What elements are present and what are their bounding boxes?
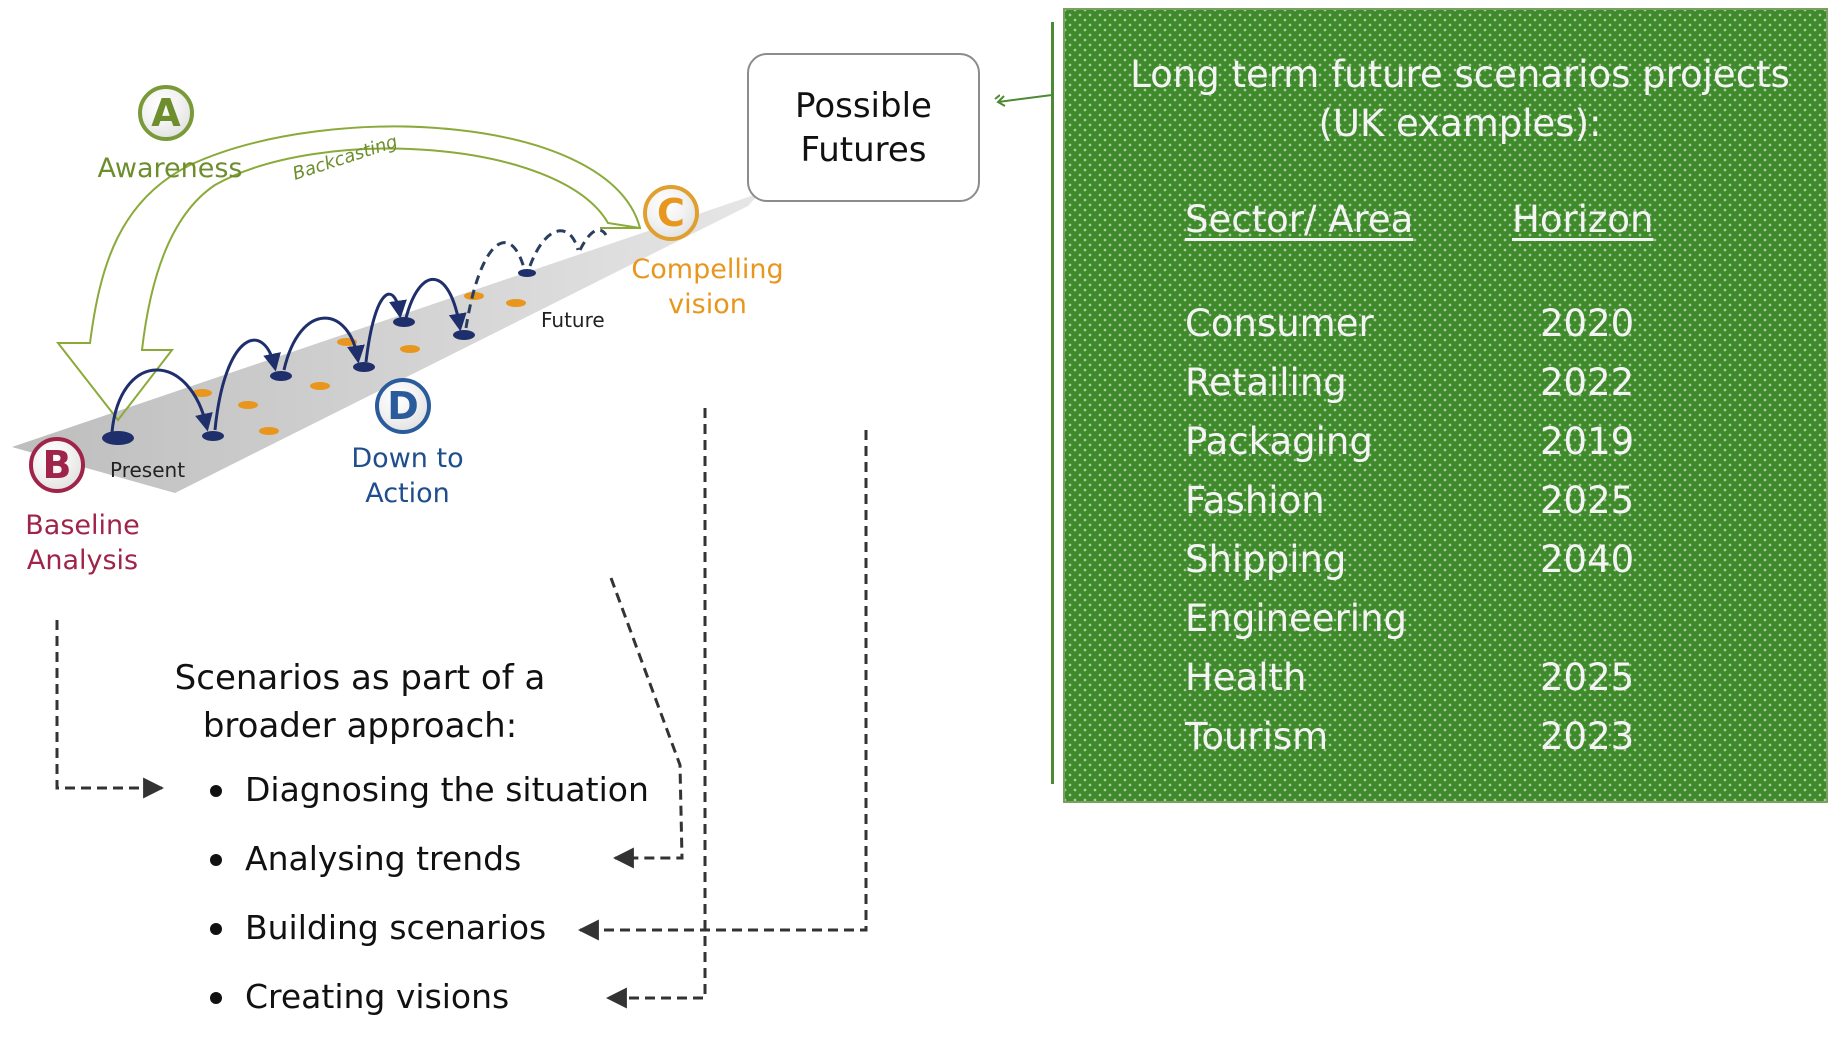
- panel-divider: [1051, 22, 1054, 784]
- hop-arcs: [110, 228, 608, 433]
- orange-dot: [310, 382, 330, 390]
- approach-item: Diagnosing the situation: [205, 770, 649, 839]
- flow-line-baseline: [55, 620, 165, 799]
- approach-item: Creating visions: [205, 977, 649, 1046]
- awareness-letter: A: [151, 91, 181, 135]
- bullet-dot: [210, 854, 222, 866]
- sector-cell: Tourism: [1185, 715, 1329, 758]
- panel-connector: [996, 94, 1053, 107]
- orange-dot: [192, 389, 212, 397]
- step-marker: [102, 431, 134, 445]
- sector-cell: Shipping: [1185, 538, 1347, 581]
- step-marker: [353, 362, 375, 372]
- approach-item: Building scenarios: [205, 908, 649, 977]
- compelling-letter: C: [657, 191, 685, 235]
- table-row: Shipping 2040: [1185, 538, 1705, 597]
- baseline-label: Baseline Analysis: [25, 510, 140, 576]
- orange-dots: [192, 292, 526, 435]
- approach-list: Diagnosing the situation Analysing trend…: [205, 770, 649, 1046]
- horizon-cell: 2025: [1540, 656, 1635, 699]
- sector-table: Consumer 2020 Retailing 2022 Packaging 2019…: [1185, 302, 1705, 774]
- horizon-cell: 2023: [1540, 715, 1635, 758]
- baseline-letter: B: [42, 443, 72, 487]
- backcasting-label: Backcasting: [290, 131, 400, 185]
- step-marker: [453, 330, 475, 340]
- awareness-label: Awareness: [97, 153, 243, 184]
- hop-arc: [364, 292, 407, 363]
- roadmap-graphic: Backcasting: [12, 94, 1000, 1009]
- sector-cell: Retailing: [1185, 361, 1347, 404]
- baseline-badge: B: [29, 437, 85, 493]
- uk-examples-panel: [1063, 8, 1828, 803]
- awareness-badge: A: [138, 85, 194, 141]
- compelling-badge: C: [643, 185, 699, 241]
- table-row: Health 2025: [1185, 656, 1705, 715]
- orange-dot: [400, 345, 420, 353]
- horizon-cell: 2022: [1540, 361, 1635, 404]
- sector-cell: Packaging: [1185, 420, 1373, 463]
- action-badge: D: [375, 378, 431, 434]
- sector-cell: Health: [1185, 656, 1307, 699]
- hop-arc: [213, 338, 281, 431]
- action-label: Down to Action: [351, 443, 464, 509]
- hop-arc: [110, 368, 213, 433]
- hop-arc-dashed: [528, 229, 580, 267]
- hop-arc: [404, 277, 467, 332]
- table-row: Tourism 2023: [1185, 715, 1705, 774]
- horizon-cell: 2019: [1540, 420, 1635, 463]
- sector-header: Sector/ Area: [1185, 198, 1414, 241]
- table-row: Consumer 2020: [1185, 302, 1705, 361]
- horizon-header: Horizon: [1512, 198, 1654, 241]
- futures-connector: [994, 94, 1000, 100]
- future-label: Future: [541, 308, 605, 332]
- flow-line-futures: [577, 430, 868, 941]
- compelling-label: Compelling vision: [631, 254, 784, 320]
- table-row: Retailing 2022: [1185, 361, 1705, 420]
- step-marker: [270, 371, 292, 381]
- step-marker: [393, 317, 415, 327]
- approach-item: Analysing trends: [205, 839, 649, 908]
- step-marker: [518, 269, 536, 277]
- possible-futures-box: Possible Futures: [747, 53, 980, 202]
- present-label: Present: [110, 458, 186, 482]
- orange-dot: [238, 401, 258, 409]
- bullet-dot: [210, 785, 222, 797]
- action-letter: D: [387, 384, 419, 428]
- orange-dot: [506, 299, 526, 307]
- panel-connector-tip: [996, 95, 1006, 107]
- scenarios-title: Scenarios as part of a broader approach:: [174, 658, 546, 746]
- backcasting-arrow: [55, 125, 642, 422]
- hop-arc: [282, 316, 365, 371]
- horizon-cell: 2040: [1540, 538, 1635, 581]
- sector-cell: Engineering: [1185, 597, 1407, 640]
- table-row: Engineering: [1185, 597, 1705, 656]
- flow-line-awareness: [609, 577, 684, 869]
- horizon-cell: 2025: [1540, 479, 1635, 522]
- bullet-dot: [210, 923, 222, 935]
- approach-item-text: Creating visions: [245, 977, 510, 1016]
- possible-futures-text: Possible Futures: [795, 85, 932, 170]
- step-markers: [102, 269, 536, 445]
- bullet-dot: [210, 992, 222, 1004]
- sector-cell: Fashion: [1185, 479, 1325, 522]
- hop-arc-dashed: [578, 228, 608, 251]
- flow-lines: [55, 408, 868, 1009]
- horizon-cell: 2020: [1540, 302, 1635, 345]
- panel-title: Long term future scenarios projects (UK …: [1130, 53, 1790, 145]
- flow-line-compelling: [605, 408, 707, 1009]
- approach-item-text: Diagnosing the situation: [245, 770, 649, 809]
- table-row: Packaging 2019: [1185, 420, 1705, 479]
- orange-dot: [259, 427, 279, 435]
- panel-connector-line: [997, 94, 1053, 103]
- table-row: Fashion 2025: [1185, 479, 1705, 538]
- approach-item-text: Building scenarios: [245, 908, 547, 947]
- sector-cell: Consumer: [1185, 302, 1374, 345]
- approach-item-text: Analysing trends: [245, 839, 522, 878]
- step-marker: [202, 431, 224, 441]
